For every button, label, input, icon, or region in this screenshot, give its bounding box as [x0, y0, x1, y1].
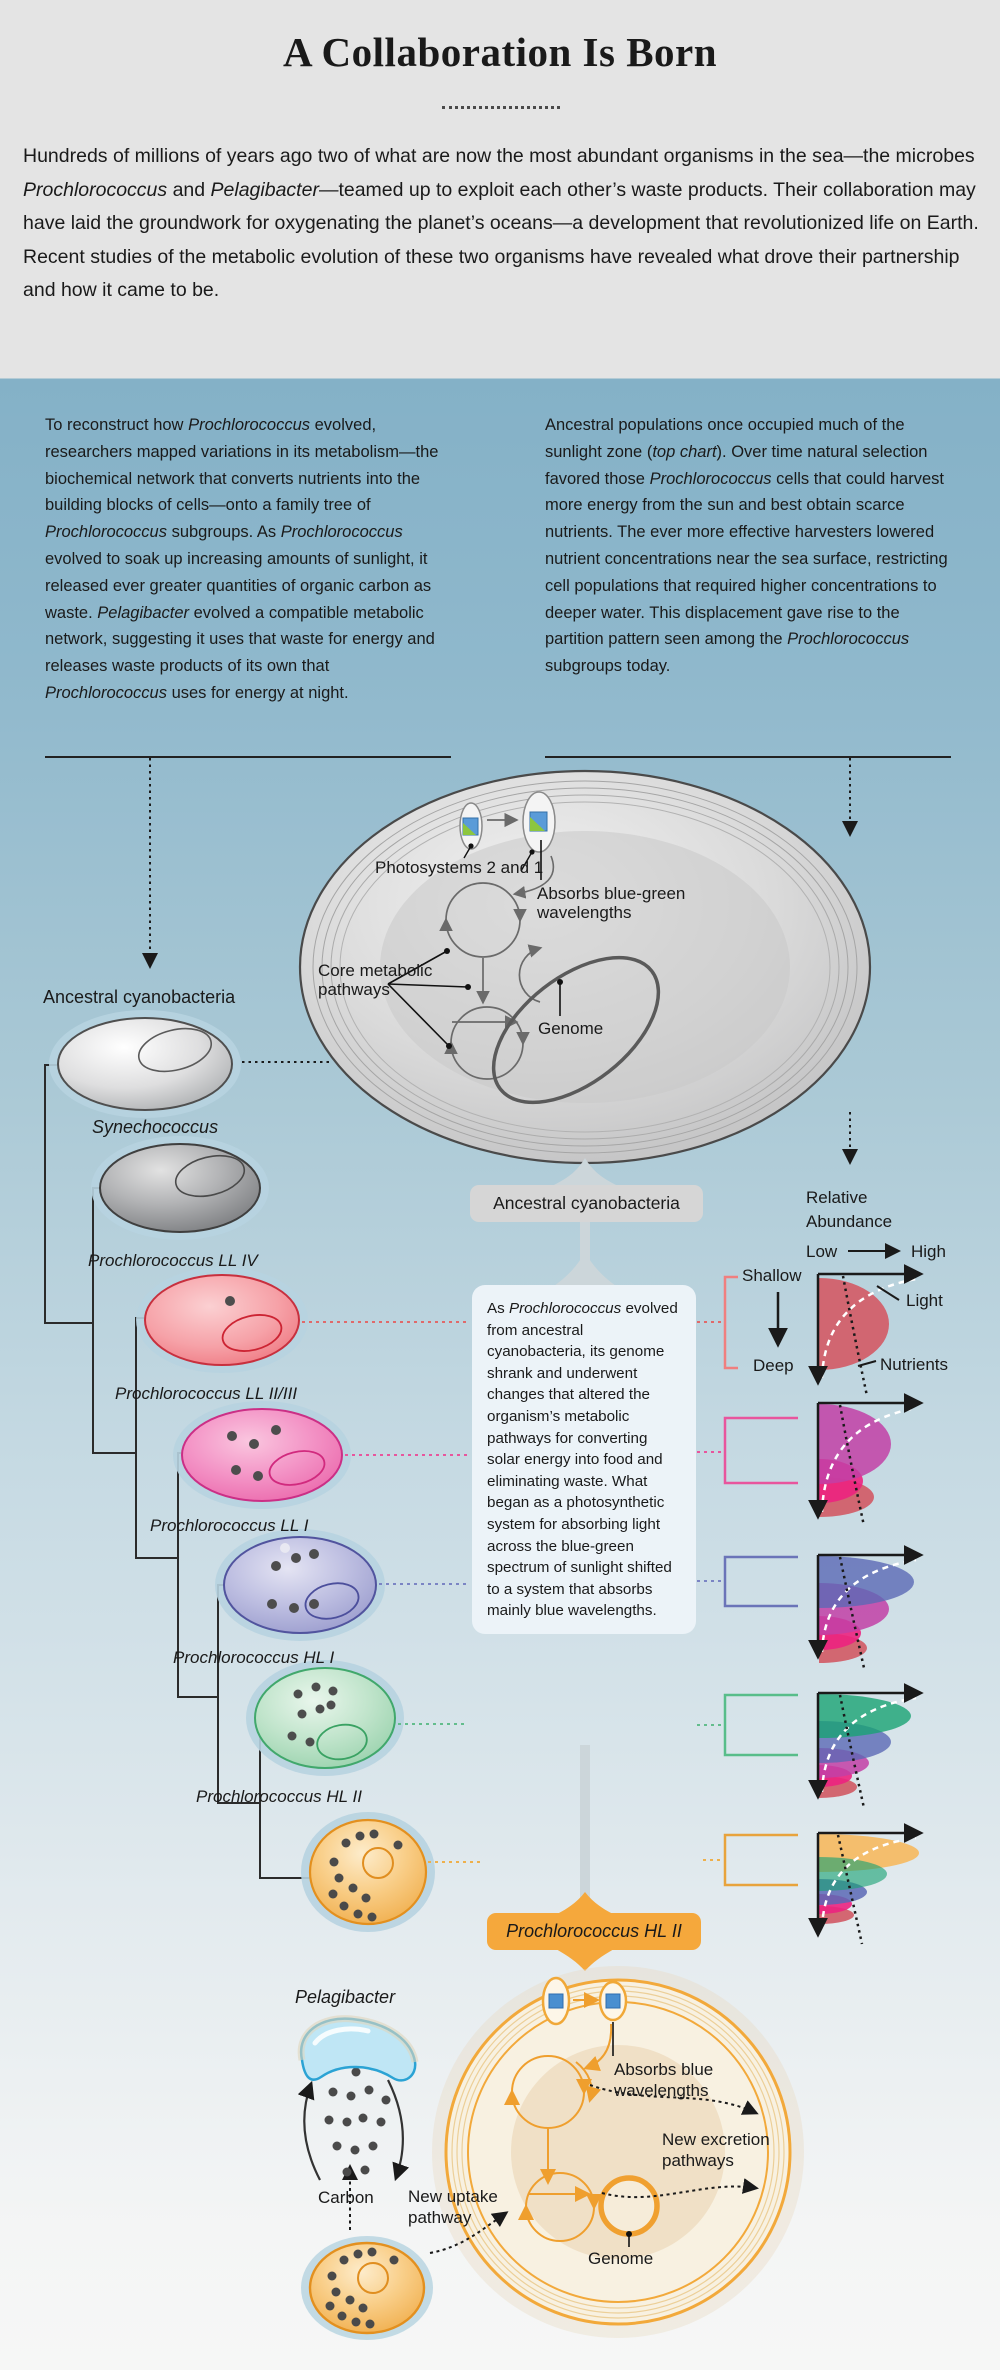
genome-icon	[491, 955, 661, 1105]
taxon-hl-i-label: Prochlorococcus HL I	[173, 1648, 335, 1667]
relative-abundance-title: Relative Abundance	[806, 1188, 893, 1231]
core-pathways-label: Core metabolic pathways	[318, 961, 433, 999]
genome-label-top: Genome	[538, 1019, 604, 1038]
new-excretion-label: New excretion pathways	[662, 2130, 770, 2170]
left-column-rule	[45, 756, 451, 758]
hl2-small-cell-icon	[301, 2236, 433, 2340]
hl2-badge: Prochlorococcus HL II	[487, 1913, 701, 1950]
taxon-ll-ii-iii-label: Prochlorococcus LL II/III	[115, 1384, 298, 1403]
taxon-ancestral-label: Ancestral cyanobacteria	[43, 987, 236, 1007]
genome-ring-icon	[598, 2175, 660, 2237]
taxon-synechococcus-label: Synechococcus	[92, 1117, 219, 1137]
taxa-cells	[49, 1010, 435, 1932]
low-label: Low	[806, 1242, 838, 1261]
collaboration-diagram	[297, 1966, 804, 2340]
taxa-connectors	[302, 1321, 723, 1863]
taxon-ll-iv-label: Prochlorococcus LL IV	[88, 1251, 258, 1270]
abundance-charts	[723, 1243, 924, 1945]
photosystem-2-icon	[459, 802, 483, 850]
ancestral-badge: Ancestral cyanobacteria	[470, 1185, 703, 1222]
pelagibacter-cell-icon	[297, 2015, 419, 2082]
right-column-rule	[545, 756, 951, 758]
absorbs-blue-label: Absorbs blue wavelengths	[614, 2060, 714, 2100]
genome-label-bottom: Genome	[588, 2249, 654, 2268]
pelagibacter-label: Pelagibacter	[295, 1987, 396, 2007]
photosystem-1-icon	[522, 791, 556, 853]
nutrients-label: Nutrients	[880, 1355, 949, 1374]
absorbs-blue-green-label: Absorbs blue-green wavelengths	[537, 884, 686, 922]
taxon-hl-ii-label: Prochlorococcus HL II	[196, 1787, 362, 1806]
left-column-text: To reconstruct how Prochlorococcus evolv…	[45, 416, 439, 702]
intro-paragraph: Hundreds of millions of years ago two of…	[23, 145, 979, 301]
page-title: A Collaboration Is Born	[282, 29, 718, 75]
hl2-badge-label: Prochlorococcus HL II	[506, 1921, 682, 1941]
evolution-note-box: As Prochlorococcus evolved from ancestra…	[472, 1285, 696, 1634]
ancestral-badge-label: Ancestral cyanobacteria	[493, 1193, 680, 1213]
new-uptake-label: New uptake pathway	[408, 2187, 498, 2227]
taxon-ll-i-label: Prochlorococcus LL I	[150, 1516, 309, 1535]
phylo-tree	[44, 1064, 312, 1879]
right-column-text: Ancestral populations once occupied much…	[545, 416, 948, 676]
deep-label: Deep	[753, 1356, 794, 1375]
flow-ribbon	[552, 1158, 618, 1971]
light-label: Light	[906, 1291, 943, 1310]
high-label: High	[911, 1242, 946, 1261]
title-divider	[442, 106, 560, 109]
dotted-guide-arrows	[142, 758, 858, 1165]
carbon-dots-icon	[324, 2057, 391, 2177]
carbon-label: Carbon	[318, 2188, 374, 2207]
shallow-label: Shallow	[742, 1266, 802, 1285]
blue-photosystem-icons	[541, 1976, 628, 2026]
ancestral-cell-diagram	[298, 769, 872, 1165]
photosystems-label: Photosystems 2 and 1	[375, 858, 544, 877]
